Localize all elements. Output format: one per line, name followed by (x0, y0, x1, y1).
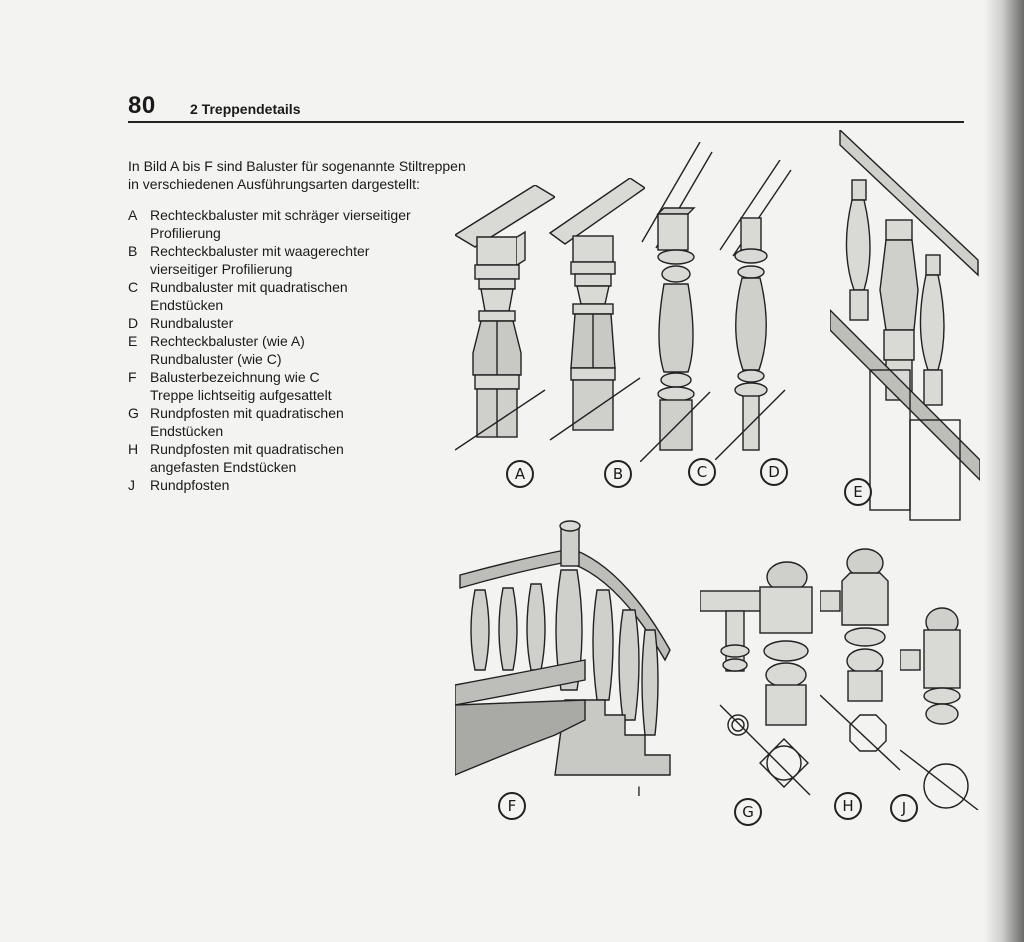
figure-mark-f: I (637, 783, 641, 799)
drawing-baluster-b (545, 178, 645, 458)
legend-item-j: J Rundpfosten (128, 476, 428, 494)
legend-item-f: F Balusterbezeichnung wie C Treppe lichtse… (128, 368, 428, 404)
legend-letter: H (128, 441, 139, 457)
legend-letter: G (128, 405, 139, 421)
drawing-post-h (820, 545, 910, 775)
drawing-post-g (700, 555, 820, 805)
legend-letter: C (128, 279, 139, 295)
figure-label-h: H (834, 792, 862, 820)
figure-label-g: G (734, 798, 762, 826)
legend-letter: J (128, 477, 135, 493)
drawing-staircase-f (455, 520, 675, 825)
legend-item-b: B Rechteckbaluster mit waagerechter vierse… (128, 242, 428, 278)
figure-label-d: D (760, 458, 788, 486)
legend-list: A Rechteckbaluster mit schräger vierseiti… (128, 206, 428, 494)
legend-item-a: A Rechteckbaluster mit schräger vierseiti… (128, 206, 428, 242)
legend-text: Rundbaluster (wie C) (150, 351, 282, 367)
intro-paragraph: In Bild A bis F sind Baluster für sogena… (128, 157, 488, 193)
page-edge-shadow (984, 0, 1024, 942)
drawing-post-j (900, 600, 980, 810)
legend-text: Rechteckbaluster (wie A) (150, 333, 305, 349)
page-header: 80 2 Treppendetails (128, 92, 964, 124)
figure-label-a: A (506, 460, 534, 488)
intro-line: In Bild A bis F sind Baluster für sogena… (128, 158, 466, 174)
legend-text: Rundbaluster (150, 315, 234, 331)
drawing-baluster-c (640, 142, 720, 462)
legend-item-e: E Rechteckbaluster (wie A) Rundbaluster (w… (128, 332, 428, 368)
legend-text: Rechteckbaluster mit waagerechter (150, 243, 370, 259)
intro-line: in verschiedenen Ausführungsarten darges… (128, 176, 420, 192)
figure-label-j: J (890, 794, 918, 822)
legend-item-d: D Rundbaluster (128, 314, 428, 332)
page-number: 80 (128, 92, 156, 119)
legend-text: angefasten Endstücken (150, 459, 297, 475)
legend-text: Rechteckbaluster mit schräger vierseitig… (150, 207, 411, 223)
legend-text: vierseitiger Profilierung (150, 261, 293, 277)
header-rule (128, 121, 964, 123)
legend-letter: F (128, 369, 137, 385)
figure-label-f: F (498, 792, 526, 820)
legend-text: Rundbaluster mit quadratischen (150, 279, 348, 295)
legend-text: Endstücken (150, 423, 224, 439)
figure-label-b: B (604, 460, 632, 488)
legend-letter: A (128, 207, 138, 223)
legend-item-h: H Rundpfosten mit quadratischen angefasten… (128, 440, 428, 476)
legend-letter: B (128, 243, 138, 259)
legend-text: Treppe lichtseitig aufgesattelt (150, 387, 332, 403)
legend-text: Profilierung (150, 225, 221, 241)
legend-letter: D (128, 315, 139, 331)
drawing-baluster-e (830, 130, 980, 530)
drawing-baluster-a (455, 185, 555, 465)
legend-text: Rundpfosten (150, 477, 230, 493)
legend-text: Rundpfosten mit quadratischen (150, 441, 344, 457)
drawing-baluster-d (715, 160, 795, 460)
figure-label-e: E (844, 478, 872, 506)
legend-text: Rundpfosten mit quadratischen (150, 405, 344, 421)
legend-letter: E (128, 333, 138, 349)
chapter-title: 2 Treppendetails (190, 101, 301, 117)
figure-label-c: C (688, 458, 716, 486)
legend-text: Balusterbezeichnung wie C (150, 369, 320, 385)
legend-text: Endstücken (150, 297, 224, 313)
